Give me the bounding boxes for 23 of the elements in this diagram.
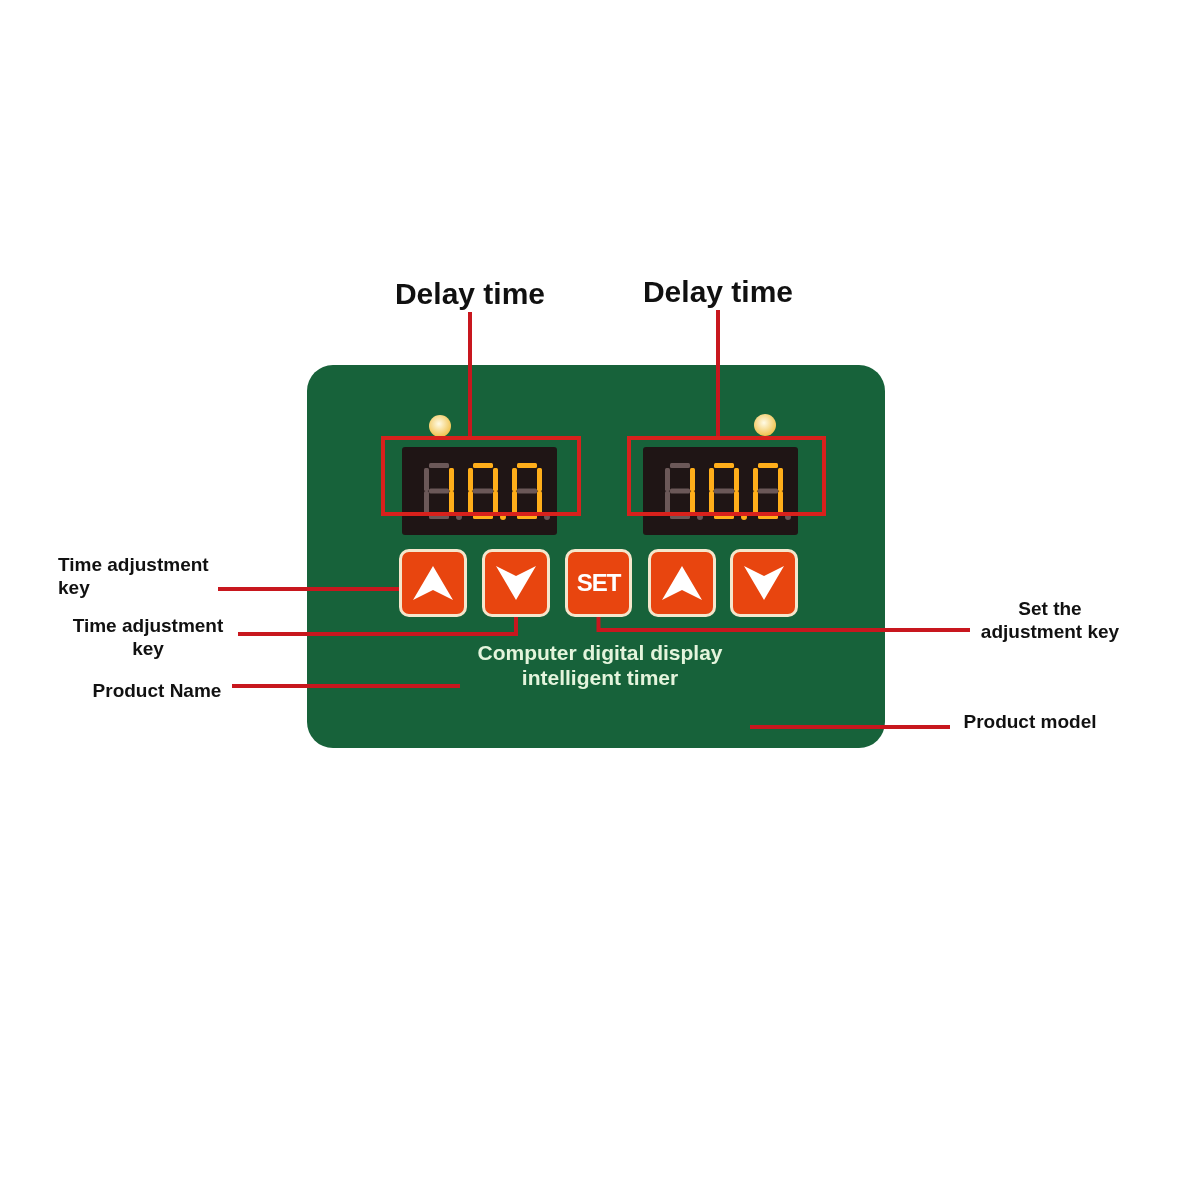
up-key <box>648 549 716 617</box>
callout-label: Delay time <box>628 274 808 310</box>
callout-label: Product model <box>950 711 1110 734</box>
callout-label: Time adjustment key <box>58 554 218 600</box>
control-panel <box>307 365 885 748</box>
callout-label: Time adjustment key <box>58 615 238 661</box>
highlight-frame <box>381 436 581 516</box>
callout-label: Product Name <box>82 680 232 703</box>
leader-line <box>232 684 460 688</box>
leader-line <box>596 617 970 632</box>
up-key <box>399 549 467 617</box>
callout-label: Delay time <box>380 276 560 312</box>
leader-line <box>468 312 472 436</box>
down-key <box>482 549 550 617</box>
highlight-frame <box>627 436 826 516</box>
set-key: SET <box>565 549 632 617</box>
product-name-text: Computer digital display intelligent timer <box>460 640 740 691</box>
leader-line <box>750 725 950 729</box>
leader-line <box>218 587 399 591</box>
leader-line <box>238 617 518 636</box>
callout-label: Set the adjustment key <box>970 598 1130 644</box>
leader-line <box>716 310 720 436</box>
down-key <box>730 549 798 617</box>
